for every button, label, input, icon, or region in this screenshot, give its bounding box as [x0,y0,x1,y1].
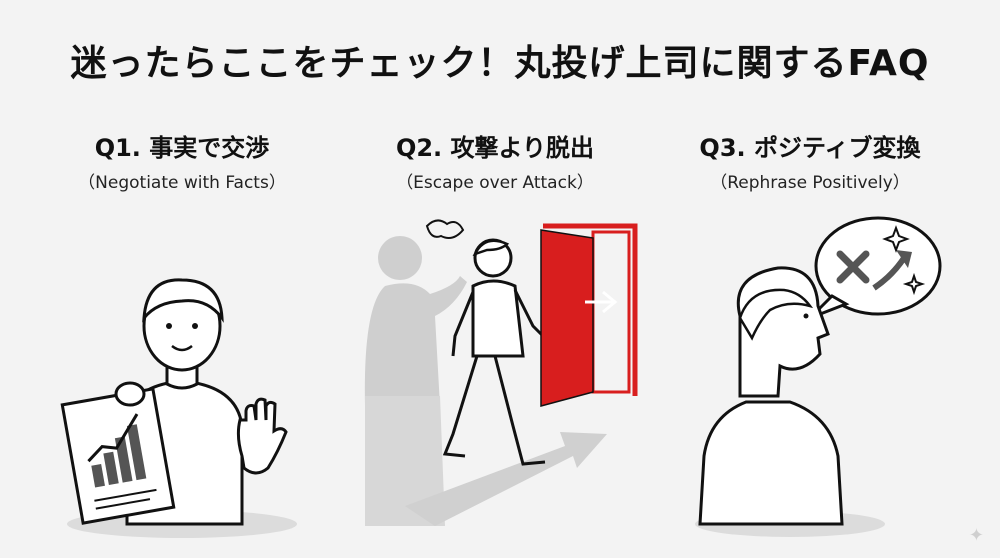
q3-heading: Q3. ポジティブ変換 [699,134,921,162]
faq-panel-1: Q1. 事実で交渉 （Negotiate with Facts） [32,128,332,548]
page-title: 迷ったらここをチェック！丸投げ上司に関するFAQ [70,43,930,84]
q1-subheading: （Negotiate with Facts） [78,173,286,193]
q1-heading: Q1. 事実で交渉 [94,134,270,162]
sparkle-icon: ✦ [968,525,984,546]
faq-panel-3: Q3. ポジティブ変換 （Rephrase Positively） [660,128,960,548]
q3-subheading: （Rephrase Positively） [710,173,910,193]
escape-over-attack-illustration [345,206,645,546]
rephrase-positively-illustration [660,206,960,546]
negotiate-with-facts-illustration [32,206,332,546]
q2-subheading: （Escape over Attack） [396,173,594,193]
q2-heading: Q2. 攻撃より脱出 [395,134,595,162]
faq-panel-2: Q2. 攻撃より脱出 （Escape over Attack） [345,128,645,548]
